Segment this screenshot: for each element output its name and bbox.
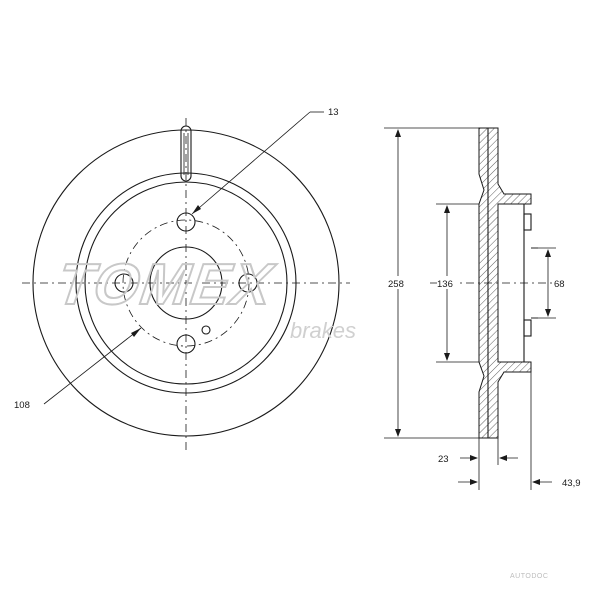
inspection-slot <box>180 125 192 182</box>
center-bore-label: 68 <box>554 279 565 290</box>
hub-detail-bottom <box>523 319 532 337</box>
overall-height-label: 43,9 <box>562 478 581 489</box>
bolt-hole-right <box>238 273 258 293</box>
braking-surface-inner-edge <box>75 172 297 394</box>
watermark-brand: TOMEX <box>53 252 278 317</box>
hub-height-label: 136 <box>437 279 453 290</box>
bolt-hole-left <box>114 273 134 293</box>
disc-thickness-label: 23 <box>438 454 449 465</box>
bolt-hole-leader-arrow <box>192 205 201 214</box>
pcd-dimension: 108 <box>14 400 30 411</box>
thickness-dimensions: 23 43,9 <box>438 372 581 490</box>
center-bore <box>149 246 223 320</box>
corner-watermark: AUTODOC <box>510 573 548 580</box>
pcd-leader-arrow <box>131 328 141 337</box>
friction-ring-section <box>478 127 532 439</box>
hub-detail-top <box>523 213 532 231</box>
hub-height-dimension: 136 <box>436 203 479 363</box>
bolt-hole-dimension: 13 <box>328 107 339 118</box>
locator-hole <box>201 325 211 335</box>
outer-disc-edge <box>32 129 340 437</box>
hat-outer-edge <box>84 181 288 385</box>
center-bore-dimension: 68 <box>531 247 568 319</box>
watermark-tagline: brakes <box>290 318 356 343</box>
front-view: 13 108 <box>14 107 350 450</box>
bolt-hole-top <box>176 212 196 232</box>
bolt-hole-bottom <box>176 334 196 354</box>
bolt-hole-leader <box>191 111 311 215</box>
outer-diameter-dimension: 258 <box>384 127 479 439</box>
pcd-circle <box>122 219 250 347</box>
outer-diameter-label: 258 <box>388 279 404 290</box>
pcd-leader <box>43 327 142 405</box>
brand-watermark: TOMEX brakes <box>52 251 356 343</box>
